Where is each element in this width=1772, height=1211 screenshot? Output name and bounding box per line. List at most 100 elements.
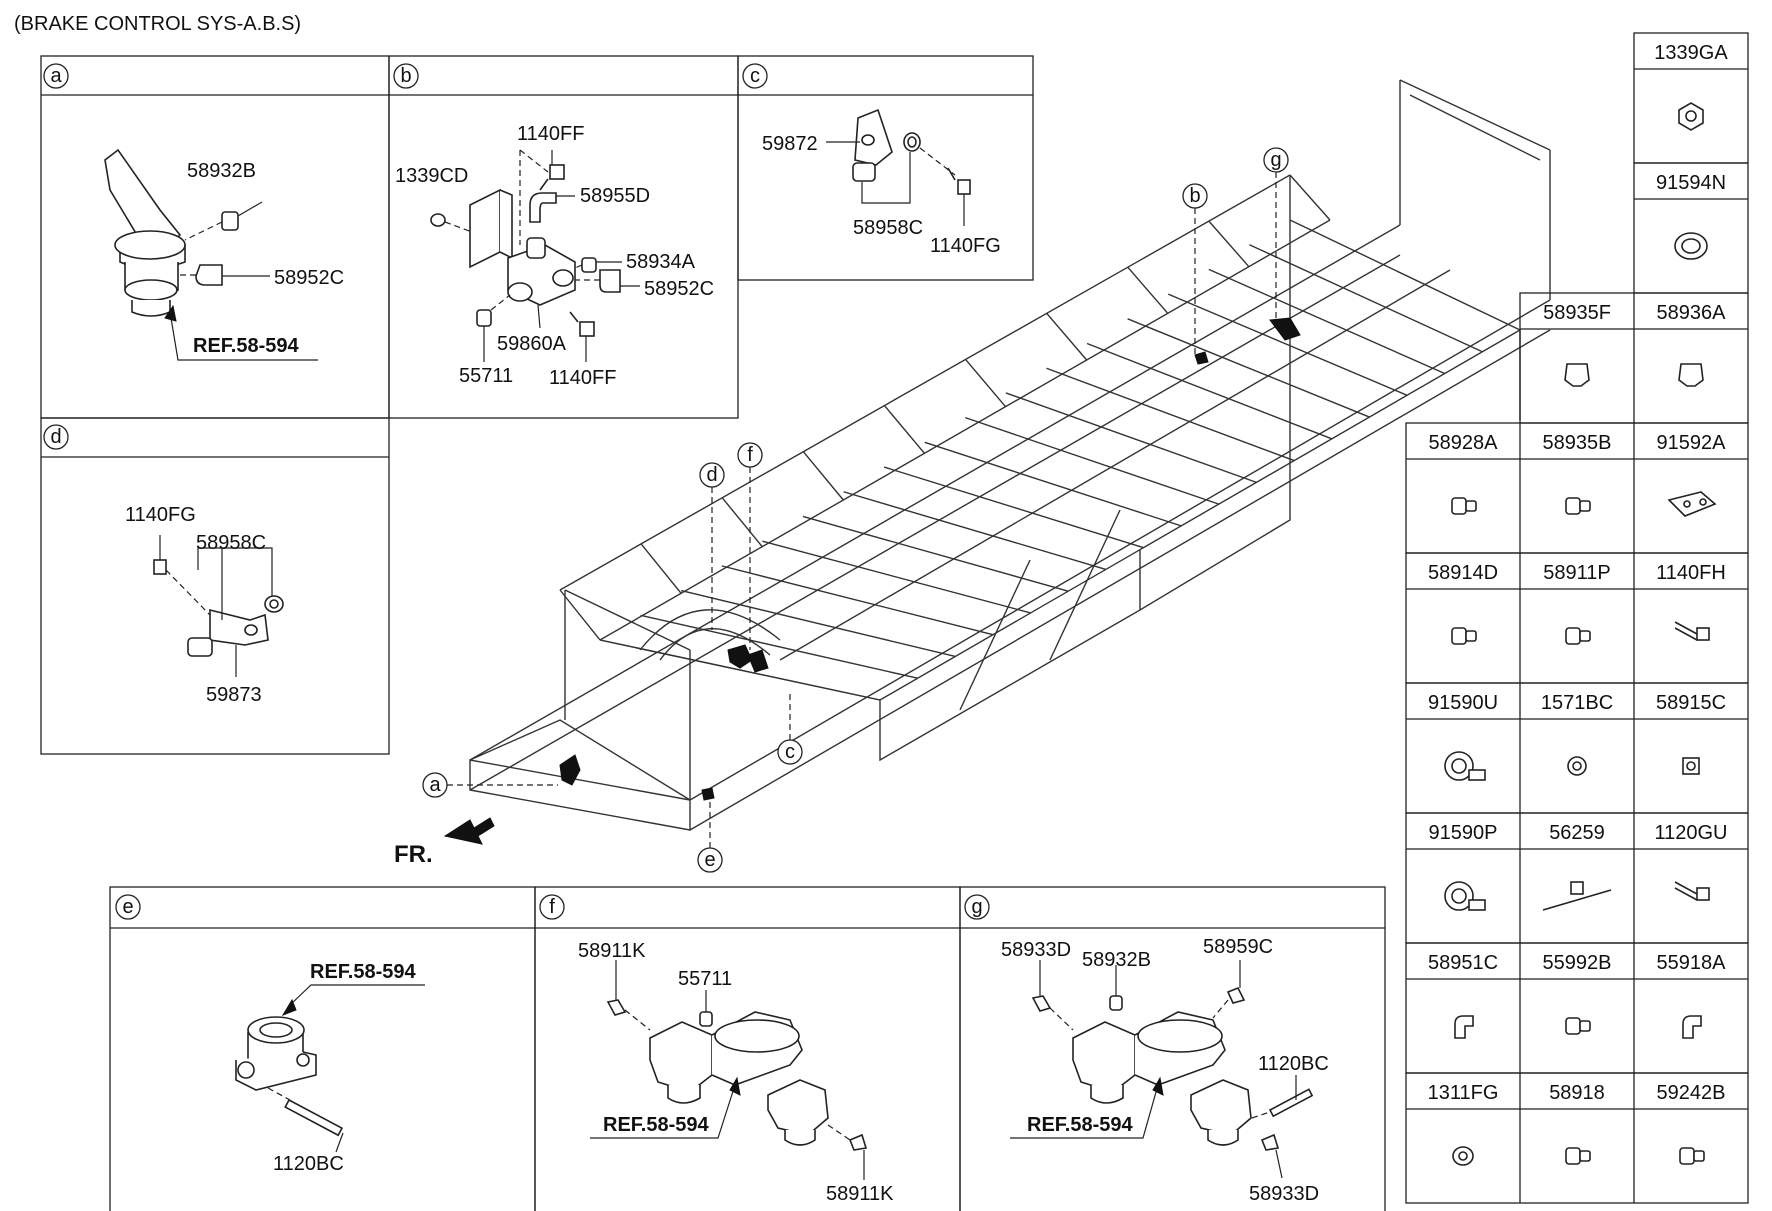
fitting-icon — [1565, 627, 1591, 645]
frame-cross-member — [1005, 392, 1257, 484]
part-number-cell: 59242B — [1657, 1082, 1726, 1104]
part-number-cell: 58915C — [1656, 692, 1726, 714]
part-label: 58933D — [1001, 939, 1071, 961]
callout-letter: f — [747, 444, 753, 466]
frame-rung — [1208, 220, 1250, 268]
front-direction-indicator: FR. — [394, 817, 495, 868]
part-label: 58934A — [626, 251, 696, 273]
frame-rung — [965, 358, 1007, 408]
section-letter: c — [750, 65, 760, 87]
part-number-cell: 1339GA — [1654, 42, 1728, 64]
part-number-cell: 56259 — [1549, 822, 1605, 844]
section-letter: b — [400, 65, 411, 87]
elbow-icon — [1454, 1015, 1474, 1039]
part-label: 1120BC — [1258, 1053, 1329, 1075]
callout-letter: g — [1270, 149, 1281, 171]
part-number-cell: 58936A — [1657, 302, 1727, 324]
part-label: 59860A — [497, 333, 567, 355]
clamp-nut-icon — [1682, 757, 1700, 775]
frame-cross-member — [924, 441, 1182, 527]
part-number-cell: 1571BC — [1541, 692, 1613, 714]
fitting-icon — [1679, 1147, 1705, 1165]
diagram-title: (BRAKE CONTROL SYS-A.B.S) — [14, 13, 301, 35]
part-number-cell: 58914D — [1428, 562, 1498, 584]
section-g-parts: 58933D 58932B 58959C 1120BC REF.58-594 5… — [1001, 936, 1329, 1205]
section-a-parts: 58932B 58952C REF.58-594 — [104, 148, 344, 361]
section-letter: a — [50, 65, 62, 87]
part-number-cell: 55992B — [1543, 952, 1612, 974]
part-label: 1120BC — [273, 1153, 344, 1175]
part-label: 58958C — [196, 532, 266, 554]
part-label: 59872 — [762, 133, 818, 155]
part-label: 58959C — [1203, 936, 1273, 958]
frame-cross-member — [883, 466, 1144, 549]
frame-cross-member — [681, 589, 956, 658]
ref-label: REF.58-594 — [1027, 1114, 1133, 1136]
fitting-icon — [1565, 1147, 1591, 1165]
part-number-cell: 58935B — [1543, 432, 1612, 454]
frame-rung — [883, 405, 925, 454]
part-number-cell: 58911P — [1543, 562, 1610, 584]
callout-letter: c — [785, 741, 795, 763]
part-label: 55711 — [678, 968, 732, 990]
ref-label: REF.58-594 — [310, 961, 416, 983]
part-label: 58952C — [274, 267, 344, 289]
part-number-cell: 91594N — [1656, 172, 1726, 194]
callout-letter: e — [704, 849, 715, 871]
frame-cross-member — [721, 565, 994, 636]
section-b: b — [388, 55, 739, 419]
frame-cross-member — [1167, 293, 1408, 396]
frame-rung — [1046, 312, 1088, 361]
bolt-icon — [1674, 621, 1710, 641]
cap-icon — [1564, 363, 1590, 387]
section-letter: g — [971, 896, 982, 918]
part-number-cell: 1311FG — [1428, 1082, 1499, 1104]
section-c-parts: 59872 58958C 1140FG — [762, 108, 1001, 257]
frame-cross-member — [1127, 318, 1370, 418]
section-a: a — [40, 55, 390, 419]
part-label: 58932B — [187, 160, 256, 182]
part-label: 58952C — [644, 278, 714, 300]
cap-icon — [1678, 363, 1704, 387]
part-label: 1140FG — [930, 235, 1001, 257]
fitting-icon — [1565, 497, 1591, 515]
section-letter: f — [549, 896, 555, 918]
frame-cross-member — [843, 491, 1107, 571]
part-number-cell: 91590P — [1429, 822, 1498, 844]
parts-table-row — [1405, 1072, 1749, 1204]
section-d-parts: 1140FG 58958C 59873 — [125, 504, 284, 706]
part-number-cell: 91590U — [1428, 692, 1498, 714]
section-d: d — [40, 417, 390, 755]
part-label: 58955D — [580, 185, 650, 207]
fitting-icon — [1565, 1017, 1591, 1035]
part-number-cell: 58918 — [1549, 1082, 1605, 1104]
nut-icon — [1678, 102, 1704, 131]
part-number-cell: 58951C — [1428, 952, 1498, 974]
frame-cross-member — [1208, 268, 1445, 375]
elbow-icon — [1682, 1015, 1702, 1039]
frame-cross-member — [802, 515, 1069, 592]
part-label: 58911K — [578, 940, 646, 962]
part-label: 58932B — [1082, 949, 1151, 971]
part-label: 58958C — [853, 217, 923, 239]
frame-cross-member — [1289, 219, 1521, 331]
frame-rung — [1289, 174, 1331, 221]
section-letter: d — [50, 426, 61, 448]
part-number-cell: 1140FH — [1656, 562, 1726, 584]
part-label: 1140FG — [125, 504, 196, 526]
plug-icon — [1567, 756, 1587, 776]
fitting-icon — [1451, 627, 1477, 645]
frame-rung — [640, 543, 682, 594]
part-label: 1339CD — [395, 165, 468, 187]
ref-label: REF.58-594 — [603, 1114, 709, 1136]
ref-label: REF.58-594 — [193, 335, 299, 357]
chassis-frame — [469, 79, 1551, 831]
cable-tie-icon — [1542, 881, 1612, 911]
bolt-icon — [1674, 881, 1710, 901]
frame-cross-member — [762, 540, 1031, 614]
part-number-cell: 58928A — [1429, 432, 1499, 454]
bracket-icon — [1667, 491, 1717, 517]
section-e-parts: REF.58-594 1120BC — [235, 961, 425, 1175]
frame-cross-member — [599, 639, 881, 701]
